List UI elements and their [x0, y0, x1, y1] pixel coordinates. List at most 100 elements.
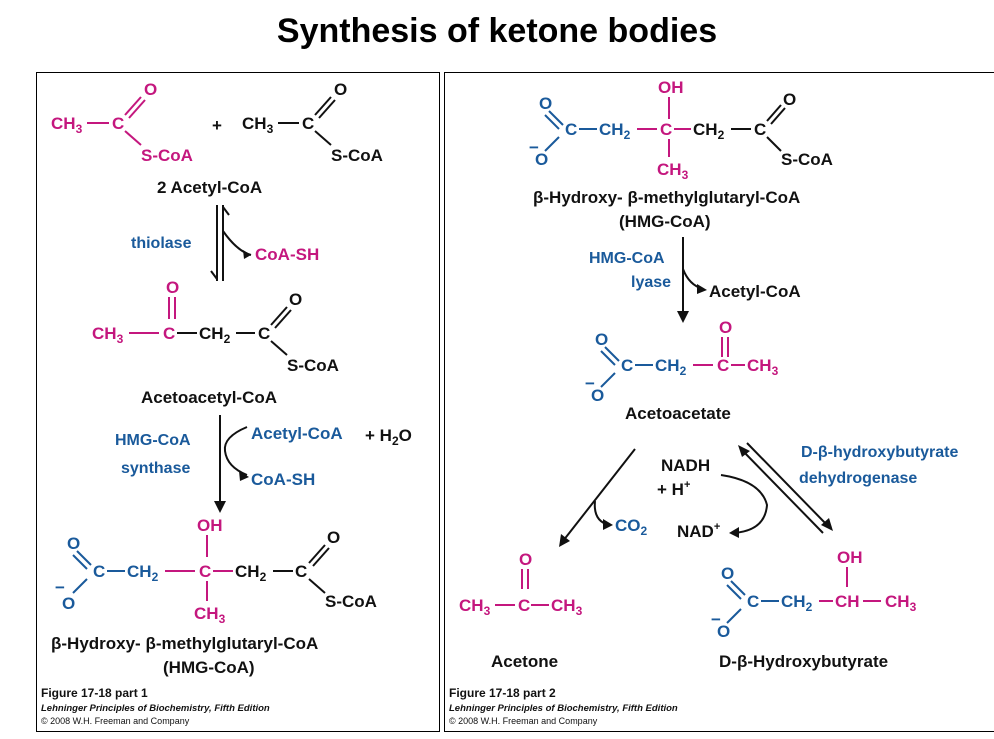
svg-text:−: −: [529, 138, 539, 157]
coa-sh-release-2: CoA-SH: [251, 470, 315, 489]
hmg-coa-lyase-label-1: HMG-CoA: [589, 250, 665, 267]
acetoacetyl-coa-molecule: O CH3 C CH2 C O S-CoA: [92, 278, 339, 375]
svg-text:C: C: [717, 356, 729, 375]
svg-text:CH3: CH3: [194, 604, 226, 626]
svg-text:C: C: [302, 114, 314, 133]
svg-text:O: O: [327, 528, 340, 547]
svg-text:O: O: [717, 622, 730, 641]
acetyl-coa-input: Acetyl-CoA: [251, 424, 343, 443]
svg-text:C: C: [754, 120, 766, 139]
svg-text:OH: OH: [658, 78, 684, 97]
svg-text:−: −: [711, 610, 721, 629]
svg-text:O: O: [67, 534, 80, 553]
caption-part-1-book: Lehninger Principles of Biochemistry, Fi…: [41, 703, 270, 714]
acetoacetate-molecule: O O C − O CH2 C CH3: [585, 318, 779, 405]
svg-text:−: −: [585, 374, 595, 393]
water-input: + H2O: [365, 426, 412, 448]
svg-text:O: O: [519, 550, 532, 569]
dehydrogenase-label-1: D-β-hydroxybutyrate: [801, 444, 958, 461]
pathway-diagram-part-2: OH O C − O CH2 C CH3 CH2 C O S-CoA β-Hyd…: [449, 78, 958, 726]
acetone-label: Acetone: [491, 652, 558, 671]
hmg-coa-synthase-label-2: synthase: [121, 460, 190, 477]
svg-text:CH2: CH2: [655, 356, 687, 378]
svg-text:−: −: [55, 578, 65, 597]
svg-text:CH3: CH3: [242, 114, 274, 136]
svg-text:S-CoA: S-CoA: [287, 356, 339, 375]
svg-text:O: O: [144, 80, 157, 99]
svg-text:C: C: [295, 562, 307, 581]
svg-text:CH2: CH2: [781, 592, 813, 614]
acetyl-coa-molecule-1: CH3 C O S-CoA: [51, 80, 193, 165]
svg-text:O: O: [591, 386, 604, 405]
co2-release: CO2: [615, 516, 648, 538]
dehydrogenase-label-2: dehydrogenase: [799, 470, 917, 487]
svg-text:O: O: [783, 90, 796, 109]
svg-text:S-CoA: S-CoA: [781, 150, 833, 169]
panel-part-2: OH O C − O CH2 C CH3 CH2 C O S-CoA β-Hyd…: [444, 72, 994, 732]
hmg-coa-molecule-right: OH O C − O CH2 C CH3 CH2 C O S-CoA: [529, 78, 833, 182]
svg-text:O: O: [721, 564, 734, 583]
svg-text:C: C: [565, 120, 577, 139]
hmg-coa-molecule-left: OH O C − O CH2 C CH3 CH2 C O S-CoA: [55, 516, 377, 626]
svg-text:C: C: [518, 596, 530, 615]
svg-text:C: C: [660, 120, 672, 139]
svg-text:OH: OH: [837, 548, 863, 567]
svg-text:CH2: CH2: [127, 562, 159, 584]
hmg-coa-label-left-2: (HMG-CoA): [163, 658, 255, 677]
svg-text:CH: CH: [835, 592, 860, 611]
hmg-coa-label-right-1: β-Hydroxy- β-methylglutaryl-CoA: [533, 188, 800, 207]
hmg-coa-synthase-label-1: HMG-CoA: [115, 432, 191, 449]
svg-text:C: C: [258, 324, 270, 343]
acetyl-coa-molecule-2: CH3 C O S-CoA: [242, 80, 383, 165]
svg-text:C: C: [93, 562, 105, 581]
svg-text:CH3: CH3: [747, 356, 779, 378]
panel-part-1: CH3 C O S-CoA + CH3 C O S-CoA 2 Acetyl-C…: [36, 72, 440, 732]
svg-text:CH3: CH3: [551, 596, 583, 618]
svg-text:O: O: [595, 330, 608, 349]
caption-part-2-figure: Figure 17-18 part 2: [449, 686, 556, 700]
svg-text:O: O: [719, 318, 732, 337]
acetoacetyl-coa-label: Acetoacetyl-CoA: [141, 388, 277, 407]
svg-text:+: +: [212, 116, 222, 135]
hydroxybutyrate-molecule: OH O C − O CH2 CH CH3: [711, 548, 917, 641]
acetone-molecule: O CH3 C CH3: [459, 550, 583, 618]
thiolase-label: thiolase: [131, 235, 192, 252]
acetyl-coa-label: 2 Acetyl-CoA: [157, 178, 262, 197]
hydroxybutyrate-label: D-β-Hydroxybutyrate: [719, 652, 888, 671]
svg-text:C: C: [112, 114, 124, 133]
svg-text:O: O: [166, 278, 179, 297]
acetoacetate-label: Acetoacetate: [625, 404, 731, 423]
hmg-coa-label-right-2: (HMG-CoA): [619, 212, 711, 231]
svg-text:O: O: [535, 150, 548, 169]
svg-text:C: C: [747, 592, 759, 611]
hmg-coa-label-left-1: β-Hydroxy- β-methylglutaryl-CoA: [51, 634, 318, 653]
caption-part-2-book: Lehninger Principles of Biochemistry, Fi…: [449, 703, 678, 714]
svg-text:C: C: [163, 324, 175, 343]
svg-text:O: O: [334, 80, 347, 99]
svg-text:CH2: CH2: [693, 120, 725, 142]
caption-part-2-copyright: © 2008 W.H. Freeman and Company: [449, 716, 598, 726]
svg-text:C: C: [199, 562, 211, 581]
svg-text:OH: OH: [197, 516, 223, 535]
svg-text:CH2: CH2: [235, 562, 267, 584]
svg-text:CH3: CH3: [92, 324, 124, 346]
svg-text:O: O: [62, 594, 75, 613]
page-title: Synthesis of ketone bodies: [276, 12, 718, 50]
svg-text:CH2: CH2: [199, 324, 231, 346]
acetyl-coa-release: Acetyl-CoA: [709, 282, 801, 301]
svg-text:S-CoA: S-CoA: [325, 592, 377, 611]
svg-text:CH3: CH3: [459, 596, 491, 618]
coa-sh-release-1: CoA-SH: [255, 245, 319, 264]
svg-text:S-CoA: S-CoA: [331, 146, 383, 165]
svg-text:C: C: [621, 356, 633, 375]
nadh-cofactor: NADH: [661, 456, 710, 475]
caption-part-1-figure: Figure 17-18 part 1: [41, 686, 148, 700]
caption-part-1-copyright: © 2008 W.H. Freeman and Company: [41, 716, 190, 726]
h-plus-cofactor: + H+: [657, 479, 690, 499]
svg-text:S-CoA: S-CoA: [141, 146, 193, 165]
svg-text:O: O: [289, 290, 302, 309]
hmg-coa-lyase-label-2: lyase: [631, 274, 671, 291]
svg-text:CH3: CH3: [657, 160, 689, 182]
pathway-diagram-part-1: CH3 C O S-CoA + CH3 C O S-CoA 2 Acetyl-C…: [41, 80, 412, 726]
svg-text:O: O: [539, 94, 552, 113]
